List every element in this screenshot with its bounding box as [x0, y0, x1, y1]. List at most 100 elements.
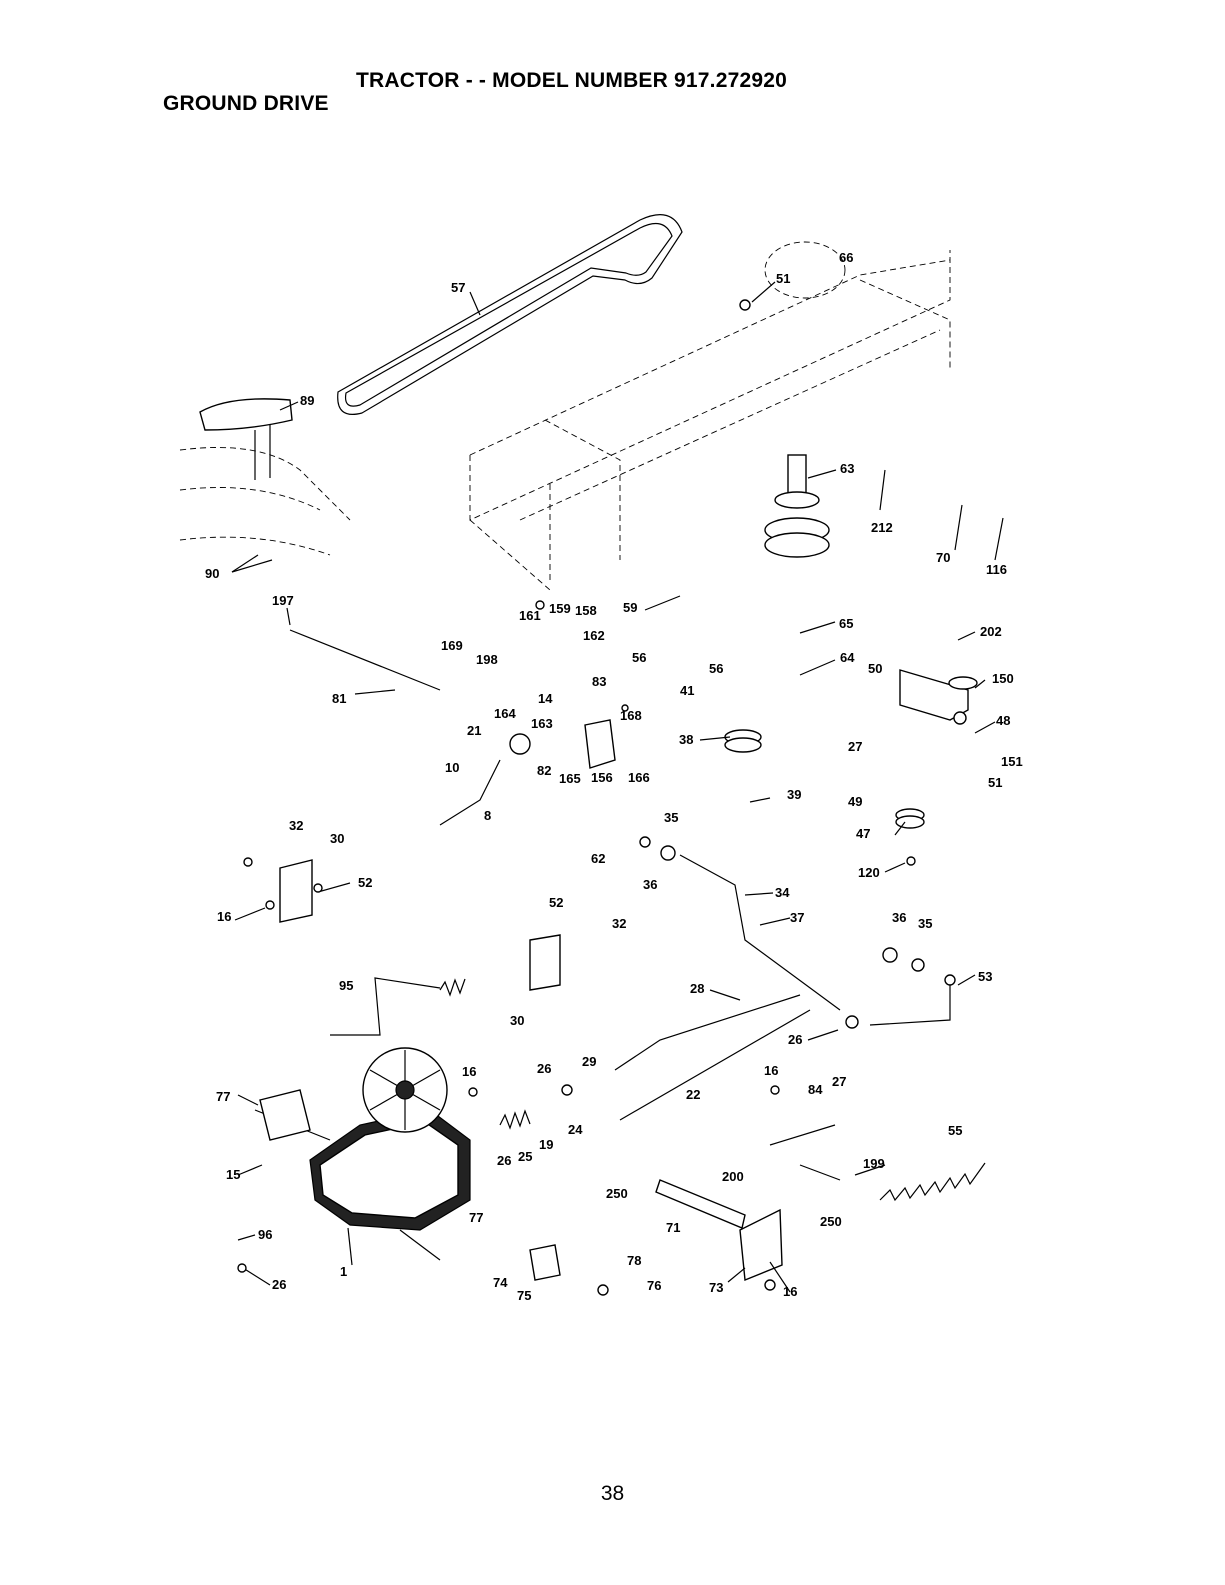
callout-label: 26	[537, 1061, 551, 1076]
callout-label: 52	[549, 895, 563, 910]
transaxle	[254, 1047, 471, 1261]
callout-label: 70	[936, 550, 950, 565]
callout-label: 150	[992, 671, 1014, 686]
callout-label: 77	[469, 1210, 483, 1225]
callout-label: 84	[808, 1082, 823, 1097]
callout-label: 51	[776, 271, 790, 286]
callout-label: 66	[839, 250, 853, 265]
callout-label: 250	[606, 1186, 628, 1201]
callout-label: 162	[583, 628, 605, 643]
page-number: 38	[600, 1482, 625, 1505]
callout-label: 1	[340, 1264, 347, 1279]
callout-label: 62	[591, 851, 605, 866]
callout-label: 78	[627, 1253, 641, 1268]
callout-label: 200	[722, 1169, 744, 1184]
section-title: GROUND DRIVE	[163, 92, 329, 115]
pulley-assembly	[724, 454, 925, 829]
callout-label: 166	[628, 770, 650, 785]
linkage-rods	[289, 629, 951, 1121]
idler-bracket	[899, 669, 978, 721]
callout-label: 120	[858, 865, 880, 880]
callout-label: 65	[839, 616, 853, 631]
callout-label: 57	[451, 280, 465, 295]
callout-label: 95	[339, 978, 353, 993]
callout-label: 197	[272, 593, 294, 608]
callout-label: 47	[856, 826, 870, 841]
callout-label: 158	[575, 603, 597, 618]
callout-label: 165	[559, 771, 581, 786]
callout-label: 90	[205, 566, 219, 581]
callout-label: 19	[539, 1137, 553, 1152]
callout-label: 250	[820, 1214, 842, 1229]
callout-label: 39	[787, 787, 801, 802]
callout-label: 14	[538, 691, 553, 706]
drive-belt	[337, 214, 683, 415]
callout-label: 164	[494, 706, 516, 721]
callout-label: 15	[226, 1167, 240, 1182]
callout-label: 169	[441, 638, 463, 653]
callout-label: 21	[467, 723, 481, 738]
callout-label: 24	[568, 1122, 583, 1137]
callout-label: 49	[848, 794, 862, 809]
hardware-fasteners	[237, 299, 967, 1296]
callout-label: 151	[1001, 754, 1023, 769]
lower-linkage	[529, 1124, 841, 1281]
callout-label: 28	[690, 981, 704, 996]
callout-label: 32	[612, 916, 626, 931]
callout-label: 41	[680, 683, 694, 698]
mounting-brackets	[279, 719, 616, 991]
callout-label: 16	[217, 909, 231, 924]
callout-label: 32	[289, 818, 303, 833]
callout-label: 82	[537, 763, 551, 778]
page-title: TRACTOR - - MODEL NUMBER 917.272920	[356, 69, 787, 92]
callout-label: 26	[788, 1032, 802, 1047]
leader-lines	[231, 281, 1004, 1293]
callout-label: 35	[918, 916, 932, 931]
callout-label: 159	[549, 601, 571, 616]
callout-label: 35	[664, 810, 678, 825]
callout-label: 38	[679, 732, 693, 747]
callout-label: 53	[978, 969, 992, 984]
callout-label: 10	[445, 760, 459, 775]
callout-label: 51	[988, 775, 1002, 790]
callout-label: 89	[300, 393, 314, 408]
callout-label: 30	[330, 831, 344, 846]
callout-label: 81	[332, 691, 346, 706]
callout-label: 163	[531, 716, 553, 731]
callout-label: 56	[632, 650, 646, 665]
callout-label: 73	[709, 1280, 723, 1295]
callout-label: 52	[358, 875, 372, 890]
callout-label: 71	[666, 1220, 680, 1235]
brake-pedal	[199, 398, 293, 480]
callout-label: 199	[863, 1156, 885, 1171]
callout-label: 29	[582, 1054, 596, 1069]
callout-label: 198	[476, 652, 498, 667]
callout-label: 48	[996, 713, 1010, 728]
callout-label: 212	[871, 520, 893, 535]
callout-label: 77	[216, 1089, 230, 1104]
callout-label: 55	[948, 1123, 962, 1138]
callout-label: 63	[840, 461, 854, 476]
callout-label: 59	[623, 600, 637, 615]
callout-label: 202	[980, 624, 1002, 639]
callout-label: 156	[591, 770, 613, 785]
callout-label: 34	[775, 885, 790, 900]
callout-label: 30	[510, 1013, 524, 1028]
callout-label: 16	[462, 1064, 476, 1079]
callout-labels: 57 51 89 63 212 70 116 90 197 59 66 65 1…	[205, 250, 1023, 1303]
callout-label: 56	[709, 661, 723, 676]
callout-label: 168	[620, 708, 642, 723]
callout-label: 27	[832, 1074, 846, 1089]
callout-label: 25	[518, 1149, 532, 1164]
callout-label: 36	[643, 877, 657, 892]
callout-label: 37	[790, 910, 804, 925]
callout-label: 16	[783, 1284, 797, 1299]
callout-label: 26	[272, 1277, 286, 1292]
callout-label: 83	[592, 674, 606, 689]
callout-label: 16	[764, 1063, 778, 1078]
callout-label: 27	[848, 739, 862, 754]
callout-label: 8	[484, 808, 491, 823]
callout-label: 76	[647, 1278, 661, 1293]
callout-label: 116	[986, 562, 1007, 577]
